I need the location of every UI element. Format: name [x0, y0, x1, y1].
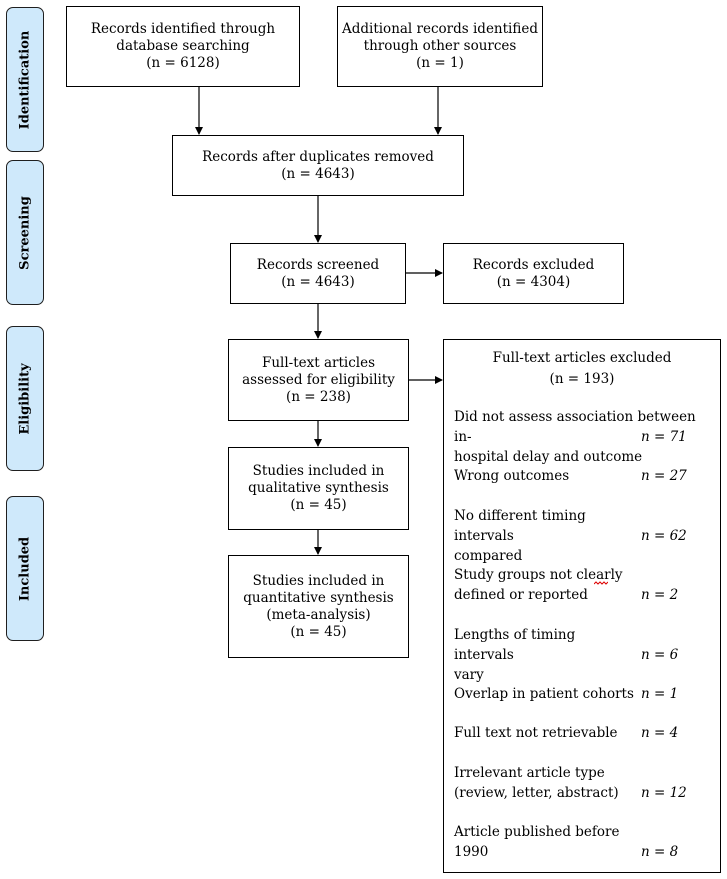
box-line: Records excluded: [472, 256, 595, 273]
box-other-sources: Additional records identified through ot…: [337, 6, 543, 87]
box-line: through other sources: [363, 38, 517, 54]
box-line: quantitative synthesis: [243, 589, 394, 606]
reason-line: Article published before: [454, 824, 620, 840]
box-fulltext-excluded: Full-text articles excluded (n = 193) Di…: [443, 339, 721, 873]
phase-included: Included: [6, 496, 44, 641]
box-line: qualitative synthesis: [248, 480, 389, 496]
reason-count: n = 4: [641, 725, 679, 741]
box-qualitative-synthesis: Studies included in qualitative synthesi…: [228, 447, 409, 530]
phase-screening: Screening: [6, 160, 44, 305]
reason-count: n = 27: [641, 468, 687, 484]
reason-line: No different timing intervals: [454, 508, 586, 544]
box-line: Studies included in: [252, 463, 385, 479]
box-count: (n = 238): [286, 388, 351, 405]
box-line: database searching: [116, 38, 250, 54]
reason-text: Irrelevant article type (review, letter,…: [454, 763, 634, 803]
reason-line: Wrong outcomes: [454, 468, 570, 484]
excluded-count: (n = 193): [549, 371, 615, 387]
reason-count: n = 8: [641, 844, 679, 860]
reason-count: n = 12: [641, 785, 687, 801]
reason-count: n = 2: [641, 587, 679, 603]
box-line: Records screened: [256, 256, 380, 273]
reason-line: 1990: [454, 844, 489, 860]
box-quantitative-synthesis: Studies included in quantitative synthes…: [228, 555, 409, 658]
box-count: (n = 45): [290, 497, 347, 513]
reason-line: Full text not retrievable: [454, 725, 618, 741]
reason-line: defined or reported: [454, 587, 588, 603]
reason-text: No different timing intervals compared: [454, 506, 634, 566]
reason-count: n = 62: [641, 528, 687, 544]
box-count: (n = 45): [290, 623, 347, 640]
excluded-title: Full-text articles excluded: [492, 350, 672, 366]
box-fulltext-assessed: Full-text articles assessed for eligibil…: [228, 339, 409, 421]
reason-text: Overlap in patient cohorts: [454, 684, 634, 704]
reason-count: n = 1: [641, 686, 679, 702]
box-count: (n = 4304): [496, 273, 571, 290]
box-count: (n = 4643): [281, 165, 355, 182]
box-line: Full-text articles: [261, 354, 376, 371]
box-line: assessed for eligibility: [242, 371, 395, 388]
phase-identification: Identification: [6, 7, 44, 152]
box-count: (n = 6128): [146, 55, 220, 71]
reason-text: Study groups not clearly defined or repo…: [454, 565, 634, 605]
reason-text: Did not assess association between in- h…: [454, 407, 716, 467]
box-line: Records after duplicates removed: [202, 148, 434, 165]
box-count: (n = 4643): [281, 273, 355, 290]
reason-line: (review, letter, abstract): [454, 785, 619, 801]
spellcheck-underline: [594, 581, 608, 585]
box-records-screened: Records screened (n = 4643): [230, 243, 406, 304]
reason-line: Study groups not clearly: [454, 567, 623, 583]
box-count: (n = 1): [416, 55, 464, 71]
reason-line: compared: [454, 548, 523, 564]
box-line: Additional records identified: [341, 21, 539, 37]
reason-line: Irrelevant article type: [454, 765, 605, 781]
reason-count: n = 71: [641, 429, 687, 445]
box-after-duplicates: Records after duplicates removed (n = 46…: [172, 135, 464, 196]
phase-eligibility: Eligibility: [6, 326, 44, 471]
box-line: (meta-analysis): [266, 606, 371, 623]
reason-line: Overlap in patient cohorts: [454, 686, 634, 702]
reason-text: Full text not retrievable: [454, 723, 634, 743]
reason-line: Did not assess association between in-: [454, 409, 696, 445]
box-line: Records identified through: [90, 21, 276, 37]
reason-text: Article published before 1990: [454, 822, 634, 862]
reason-count: n = 6: [641, 647, 679, 663]
reason-line: hospital delay and outcome: [454, 449, 643, 465]
box-line: Studies included in: [252, 572, 385, 589]
box-records-excluded: Records excluded (n = 4304): [443, 243, 624, 304]
reason-line: Lengths of timing intervals: [454, 627, 576, 663]
reason-text: Lengths of timing intervals vary: [454, 625, 634, 685]
reason-line: vary: [454, 667, 484, 683]
reason-text: Wrong outcomes: [454, 466, 634, 486]
box-database-searching: Records identified through database sear…: [66, 6, 300, 87]
